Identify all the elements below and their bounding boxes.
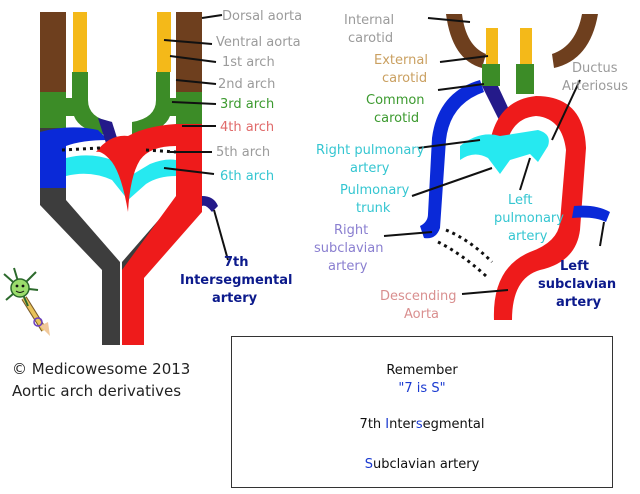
label-external-carotid-1: External	[374, 53, 428, 68]
left-subclavian-navy	[572, 205, 610, 222]
credit-copyright: © Medicowesome 2013	[12, 360, 190, 378]
label-ventral-aorta: Ventral aorta	[216, 35, 301, 50]
left-third-arch	[40, 72, 112, 136]
right-common-carotid-green	[482, 64, 500, 86]
left-external-carotid-yellow	[520, 28, 532, 64]
left-label-group: Dorsal aorta Ventral aorta 1st arch 2nd …	[180, 9, 302, 306]
label-internal-carotid-1: Internal	[344, 13, 394, 28]
right-subclavian-blue	[420, 80, 484, 239]
left-pointer-lines	[163, 14, 229, 261]
label-descending-aorta-1: Descending	[380, 289, 457, 304]
remember-line2: Subclavian artery	[232, 457, 612, 472]
label-third-arch: 3rd arch	[220, 97, 274, 112]
label-left-subclavian-2: subclavian	[538, 277, 616, 292]
remember-title: Remember	[386, 363, 458, 378]
label-ductus-1: Ductus	[572, 61, 618, 76]
label-seventh-line1: 7th	[224, 255, 249, 270]
left-common-carotid-green	[516, 64, 534, 94]
label-sixth-arch: 6th arch	[220, 169, 274, 184]
remember-line2-post: ubclavian artery	[372, 457, 480, 472]
left-fifth-arch-dotted	[61, 146, 101, 152]
label-common-carotid-2: carotid	[374, 111, 419, 126]
label-fifth-arch: 5th arch	[216, 145, 270, 160]
right-internal-carotid-brown	[446, 14, 486, 68]
label-seventh-line3: artery	[212, 291, 258, 306]
right-pointer-lines	[383, 17, 605, 295]
remember-line1: 7th Intersegmental	[232, 417, 612, 432]
left-ventral-aorta-yellow	[73, 12, 87, 72]
right-fifth-arch-dotted	[145, 148, 177, 154]
label-right-subclavian-3: artery	[328, 259, 368, 274]
left-fourth-arch-blue	[40, 127, 108, 188]
aortic-arch-red	[490, 96, 586, 320]
right-ventral-aorta-yellow	[157, 12, 171, 72]
left-internal-carotid-brown	[552, 14, 598, 68]
label-common-carotid-1: Common	[366, 93, 425, 108]
label-descending-aorta-2: Aorta	[404, 307, 439, 322]
label-seventh-line2: Intersegmental	[180, 273, 292, 288]
remember-line1-s: s	[415, 417, 423, 432]
label-left-pulmonary-2: pulmonary	[494, 211, 564, 226]
label-second-arch: 2nd arch	[218, 77, 275, 92]
label-external-carotid-2: carotid	[382, 71, 427, 86]
red-right-aorta	[122, 196, 202, 345]
label-right-subclavian-1: Right	[334, 223, 368, 238]
neuron-pencil-icon	[3, 267, 50, 336]
red-fourth-arch	[96, 124, 202, 212]
label-ductus-2: Arteriosus	[562, 79, 628, 94]
dotted-obliterated-line2	[437, 240, 488, 278]
label-right-subclavian-2: subclavian	[314, 241, 384, 256]
label-fourth-arch: 4th arch	[220, 120, 274, 135]
remember-line1-pre: 7th	[359, 417, 386, 432]
label-right-pulmonary-1: Right pulmonary	[316, 143, 425, 158]
left-embryonic-arches	[40, 12, 229, 345]
credit-subtitle: Aortic arch derivatives	[12, 382, 181, 400]
label-left-pulmonary-1: Left	[508, 193, 532, 208]
label-internal-carotid-2: carotid	[348, 31, 393, 46]
label-pulmonary-trunk-2: trunk	[356, 201, 391, 216]
right-external-carotid-yellow	[486, 28, 498, 64]
remember-box: Remember "7 is S" 7th Intersegmental Sub…	[231, 336, 613, 488]
remember-quote: "7 is S"	[398, 381, 446, 396]
right-third-arch	[132, 72, 202, 136]
label-left-subclavian-1: Left	[560, 259, 589, 274]
remember-line1-post: egmental	[422, 417, 485, 432]
right-label-group: Internal carotid External carotid Common…	[314, 13, 628, 322]
label-first-arch: 1st arch	[222, 55, 275, 70]
label-left-subclavian-3: artery	[556, 295, 602, 310]
dotted-obliterated-line1	[445, 228, 494, 264]
remember-line1-mid: nter	[389, 417, 416, 432]
label-left-pulmonary-3: artery	[508, 229, 548, 244]
seventh-intersegmental-left	[202, 196, 218, 212]
remember-line1-i: I	[385, 417, 390, 432]
right-adult-derivatives	[383, 14, 610, 320]
pulmonary-trunk-cyan	[460, 130, 549, 174]
remember-line2-s: S	[364, 457, 373, 472]
label-dorsal-aorta: Dorsal aorta	[222, 9, 302, 24]
label-right-pulmonary-2: artery	[350, 161, 390, 176]
label-pulmonary-trunk-1: Pulmonary	[340, 183, 410, 198]
